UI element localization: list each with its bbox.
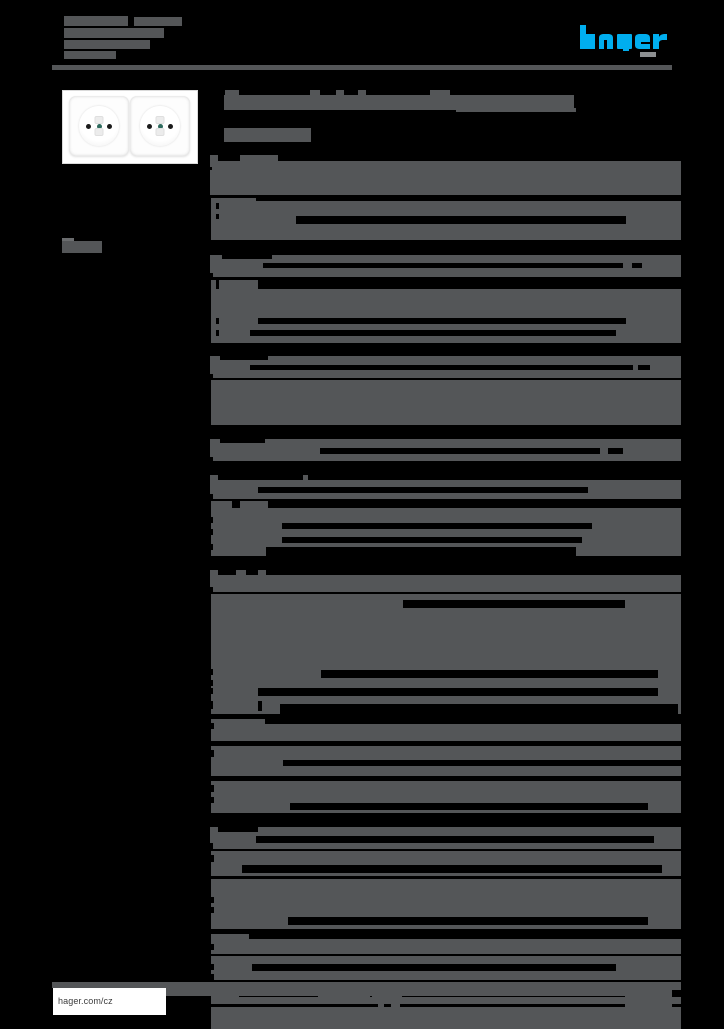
footer-center-line-6 <box>378 1004 384 1010</box>
page-subtitle-redacted <box>224 128 311 142</box>
table-row <box>208 475 681 499</box>
table-row <box>208 781 681 813</box>
footer-center-line-2 <box>372 988 379 997</box>
table-row <box>208 255 681 277</box>
header-title-redacted <box>64 16 184 60</box>
table-row <box>208 356 681 378</box>
socket-right-pin-l <box>147 123 152 129</box>
table-row <box>208 155 681 195</box>
table-row <box>208 719 681 741</box>
table-row <box>208 746 681 776</box>
title-ascender-1 <box>225 90 239 96</box>
sidebar-reference-line-2 <box>62 241 102 253</box>
title-ascender-2 <box>310 90 320 96</box>
footer-center-line-7 <box>391 1004 400 1010</box>
table-row <box>208 570 681 592</box>
footer-page-number-redacted <box>625 988 672 1008</box>
sidebar-reference-line-1 <box>62 238 74 242</box>
table-row <box>208 501 681 556</box>
socket-left-pin-c <box>96 123 102 129</box>
socket-left-notch-bottom <box>94 128 104 136</box>
header-divider <box>52 65 672 70</box>
socket-right <box>130 96 190 156</box>
product-image <box>62 90 198 164</box>
socket-left-ring <box>79 106 119 146</box>
socket-left-pin-r <box>107 123 112 129</box>
title-ascender-3 <box>336 90 344 96</box>
footer-url[interactable]: hager.com/cz <box>53 988 166 1015</box>
header-title-line-2 <box>134 17 182 26</box>
table-row <box>208 594 681 716</box>
hager-logo <box>580 25 672 51</box>
socket-right-notch-top <box>155 116 165 124</box>
table-row <box>208 439 681 461</box>
table-row <box>208 827 681 849</box>
logo-underline-redacted <box>640 52 656 57</box>
table-row <box>208 1007 681 1029</box>
page-title-redacted <box>224 95 574 110</box>
socket-right-ring <box>140 106 180 146</box>
footer-center-line-4 <box>392 988 399 997</box>
socket-right-notch-bottom <box>155 128 165 136</box>
table-row <box>208 879 681 929</box>
header-title-line-3 <box>64 28 164 38</box>
title-descender <box>456 108 576 112</box>
table-row <box>208 280 681 343</box>
socket-right-pin-c <box>157 123 163 129</box>
socket-left-pin-l <box>86 123 91 129</box>
table-row <box>208 851 681 876</box>
socket-left <box>69 96 129 156</box>
title-ascender-4 <box>358 90 366 96</box>
title-ascender-5 <box>430 90 450 96</box>
footer-center-redacted <box>318 988 428 1010</box>
socket-left-notch-top <box>94 116 104 124</box>
table-row <box>208 380 681 425</box>
socket-right-pin-r <box>168 123 173 129</box>
header-title-line-1 <box>64 16 128 26</box>
footer-center-line-3 <box>382 988 389 997</box>
specification-table <box>208 155 681 1029</box>
header-title-line-5 <box>64 51 116 59</box>
footer-center-line-5 <box>372 996 402 1004</box>
header-title-line-6 <box>118 40 148 48</box>
table-row <box>208 934 681 954</box>
table-row <box>208 956 681 980</box>
page-header <box>0 0 724 70</box>
footer-divider <box>52 982 672 988</box>
header-title-line-4 <box>64 40 150 49</box>
table-row <box>208 198 681 240</box>
footer-center-line-1 <box>318 994 370 1004</box>
